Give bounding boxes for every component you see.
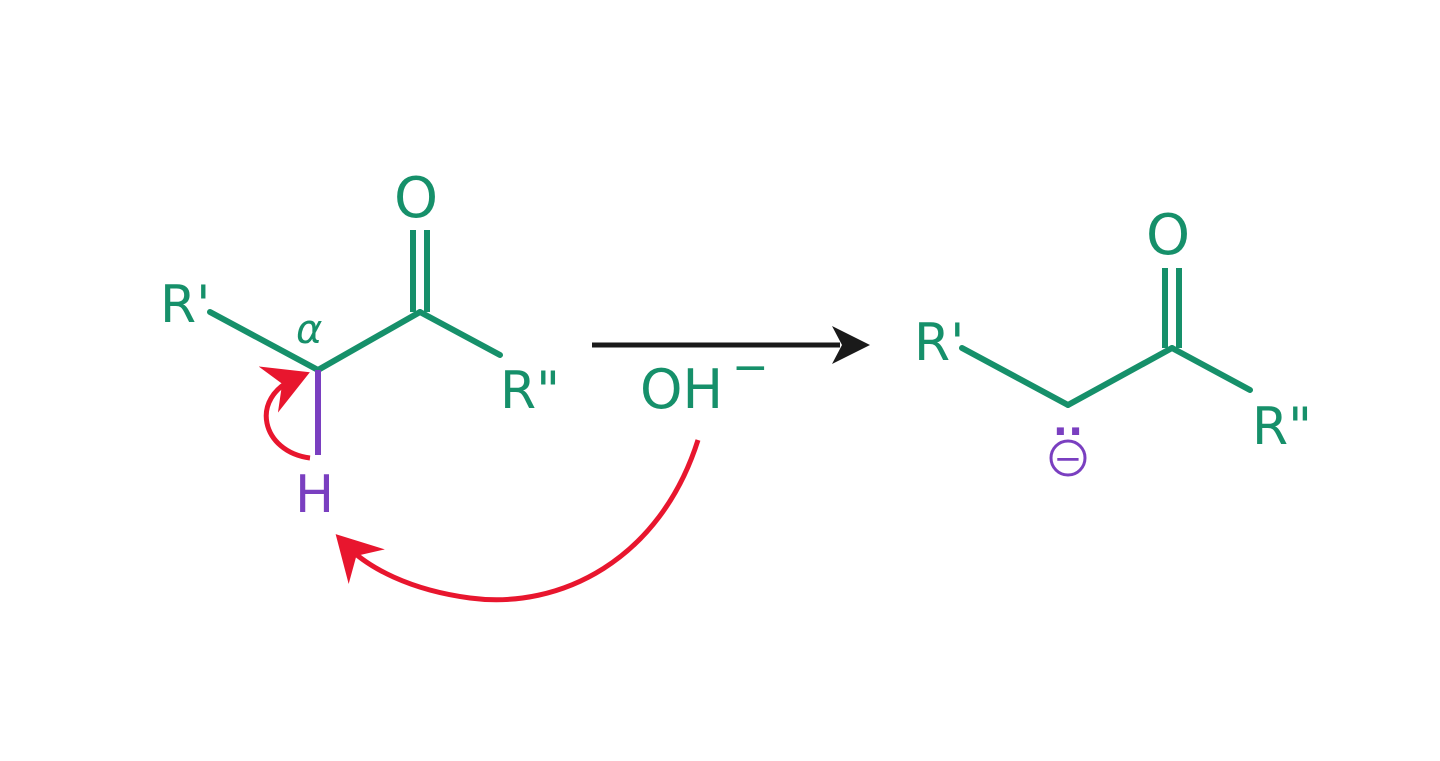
curly-arrow-bond-to-carbon bbox=[258, 366, 311, 461]
reactant-molecule: R' α O R" H bbox=[160, 166, 560, 525]
product-r1-label: R' bbox=[914, 313, 964, 373]
reagent-label: OH bbox=[640, 358, 723, 421]
negative-charge-circle bbox=[1049, 439, 1087, 477]
product-oxygen-label: O bbox=[1146, 203, 1190, 268]
bond-carbonyl-r2 bbox=[417, 309, 503, 358]
alpha-label: α bbox=[296, 307, 322, 353]
product-molecule: R' O R" ·· − bbox=[914, 203, 1312, 479]
reactant-r1-label: R' bbox=[160, 275, 210, 335]
product-bond-carbanion-carbonyl bbox=[1065, 345, 1175, 408]
bond-r1-alpha bbox=[207, 309, 321, 373]
reactant-oxygen-label: O bbox=[394, 166, 438, 231]
curly-arrow-hydroxide-to-hydrogen bbox=[335, 439, 701, 603]
reactant-r2-label: R" bbox=[500, 361, 560, 421]
bond-alpha-carbonyl bbox=[315, 309, 423, 373]
hydrogen-label: H bbox=[295, 465, 334, 525]
product-bond-carbonyl-r2 bbox=[1169, 345, 1253, 393]
reaction-arrow-head bbox=[832, 326, 870, 364]
reagent-charge: − bbox=[732, 342, 769, 393]
product-r2-label: R" bbox=[1252, 397, 1312, 457]
lone-pair-dots: ·· bbox=[1053, 409, 1083, 455]
product-bond-r1-carbanion bbox=[959, 345, 1071, 408]
reaction-arrow-group: OH − bbox=[592, 326, 870, 421]
negative-charge-sign: − bbox=[1054, 439, 1083, 479]
